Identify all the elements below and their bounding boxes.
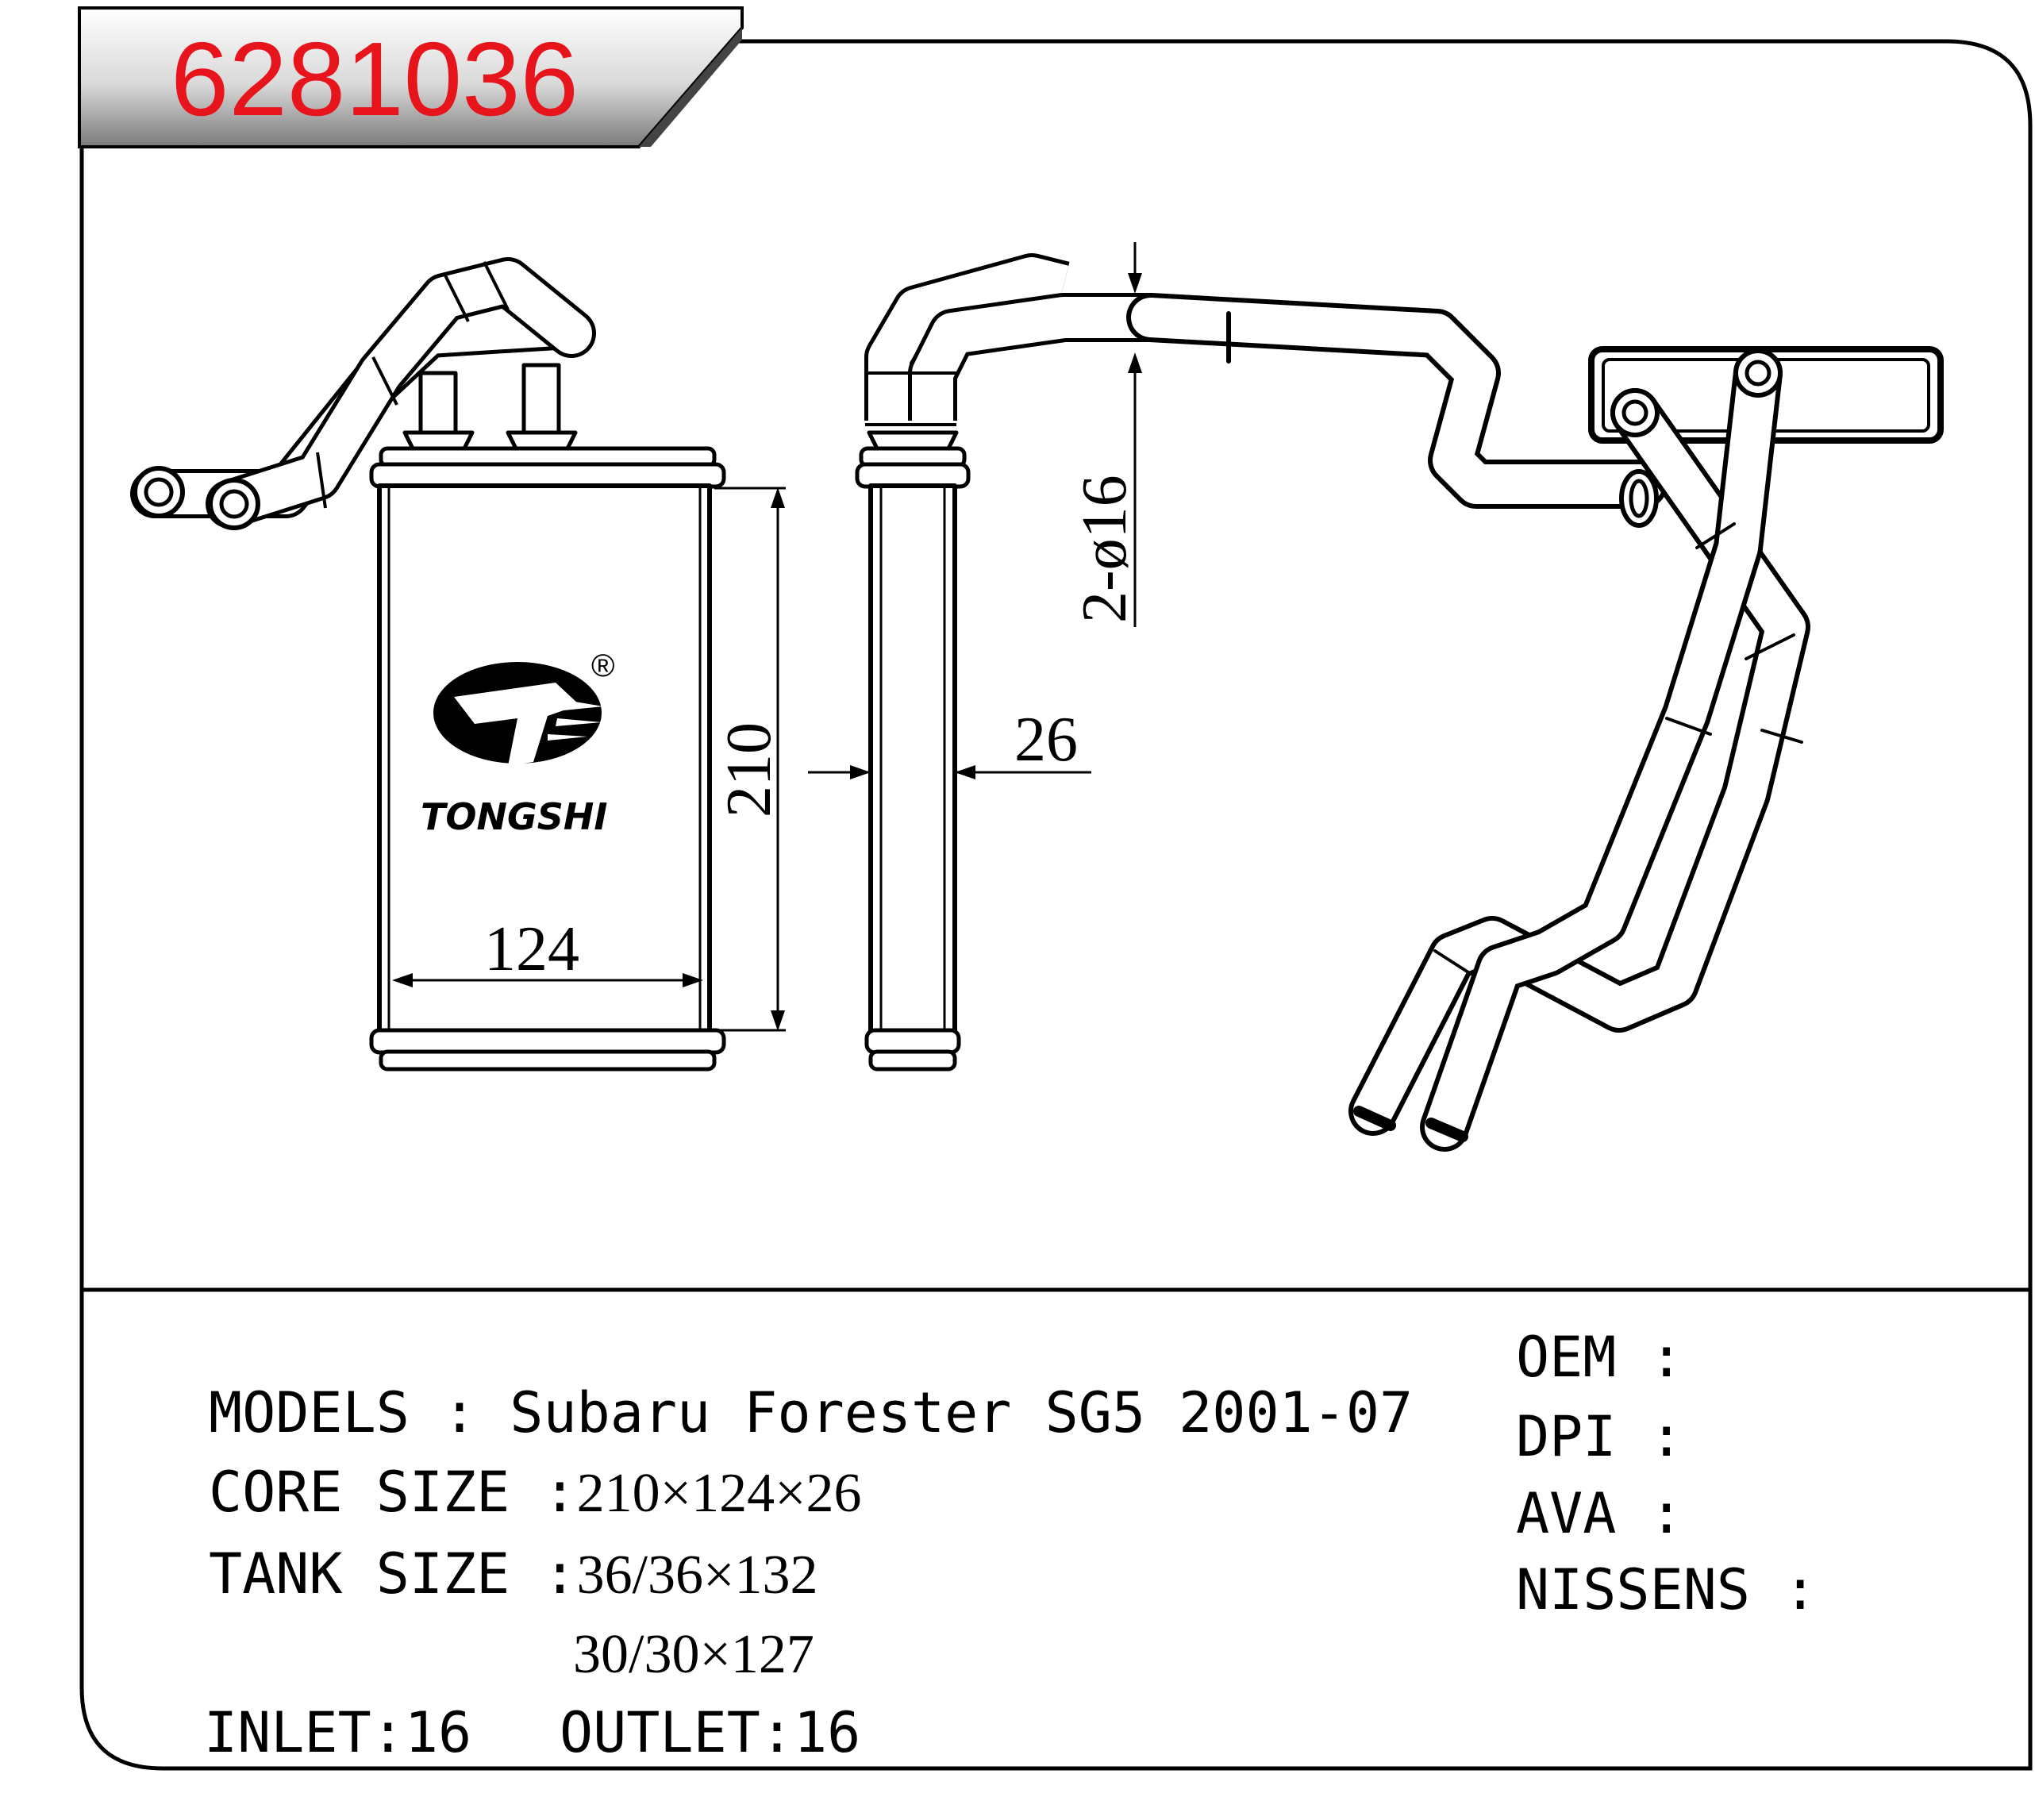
outlet-value: 16	[794, 1700, 861, 1765]
registered-mark: ®	[591, 648, 614, 683]
models-value: Subaru Forester SG5 2001-07	[510, 1380, 1414, 1445]
sheet-frame	[79, 39, 2033, 1771]
part-number-tab: 6281036	[78, 6, 744, 148]
tank-size-label: TANK SIZE :	[209, 1541, 577, 1606]
outlet-row: OUTLET:16	[504, 1649, 860, 1818]
oem-label: OEM :	[1516, 1325, 1683, 1390]
brand-name: TONGSHI	[421, 795, 607, 838]
tongshi-logo: ® TONGSHI	[421, 648, 614, 838]
models-row: MODELS : Subaru Forester SG5 2001-07	[153, 1329, 1413, 1498]
front-view-pipes	[130, 257, 596, 530]
height-dimension	[714, 487, 786, 1032]
dpi-label: DPI :	[1516, 1404, 1683, 1469]
inlet-row: INLET:16	[148, 1649, 471, 1818]
height-label: 210	[714, 722, 784, 818]
tank-size-value-1: 36/36×132	[576, 1545, 818, 1606]
front-view	[130, 257, 726, 1072]
core-size-row: CORE SIZE :210×124×26	[153, 1409, 862, 1577]
width-label: 124	[484, 914, 579, 984]
tank-size-row: TANK SIZE :36/36×132	[153, 1491, 818, 1659]
pipe-diameter-dimension	[1128, 242, 1142, 627]
pipe-routing-view	[1126, 293, 1944, 1152]
nissens-label: NISSENS :	[1516, 1557, 1818, 1622]
thickness-dimension	[808, 765, 1091, 779]
core-size-label: CORE SIZE :	[209, 1460, 577, 1525]
part-number: 6281036	[171, 21, 579, 137]
models-label: MODELS :	[209, 1380, 510, 1445]
inlet-label: INLET:	[204, 1700, 405, 1765]
ava-label: AVA :	[1516, 1481, 1683, 1546]
inlet-value: 16	[404, 1700, 472, 1765]
side-view	[855, 253, 1151, 1072]
thickness-label: 26	[1014, 705, 1078, 775]
core-size-value: 210×124×26	[576, 1463, 862, 1524]
tank-size-value-2: 30/30×127	[573, 1624, 814, 1685]
pipe-diameter-label: 2-ø16	[1070, 475, 1140, 623]
tank-size-row-2: 30/30×127	[517, 1572, 814, 1738]
outlet-label: OUTLET:	[560, 1700, 794, 1765]
width-dimension	[392, 973, 703, 987]
